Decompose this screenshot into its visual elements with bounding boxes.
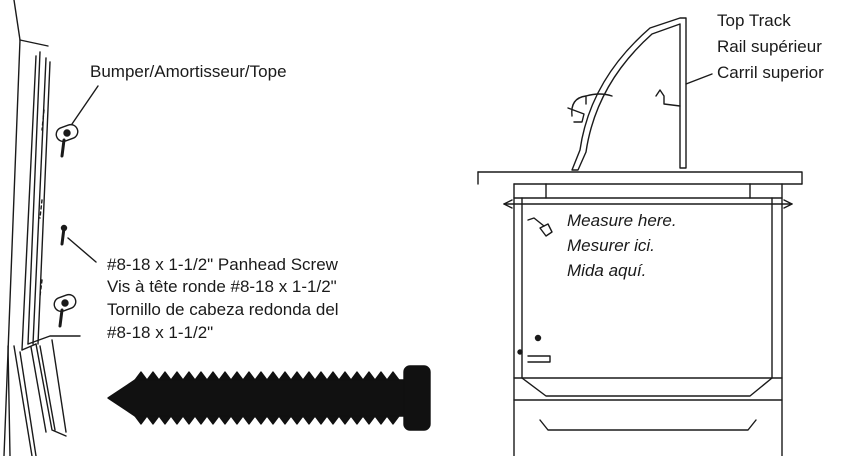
track-label-line-1: Top Track — [717, 11, 791, 30]
leader-lines — [67, 85, 99, 263]
track-label-line-2: Rail supérieur — [717, 37, 822, 56]
bumper-label: Bumper/Amortisseur/Tope — [90, 62, 287, 81]
measure-label-line-3: Mida aquí. — [567, 261, 647, 280]
track-label-line-3: Carril superior — [717, 63, 824, 82]
top-track-profile — [567, 17, 713, 171]
bumper-parts — [53, 123, 79, 328]
measure-label-line-2: Mesurer ici. — [567, 236, 655, 255]
tub-enclosure — [477, 171, 803, 457]
screw-label-line-3: Tornillo de cabeza redonda del — [107, 300, 339, 319]
measure-label-line-1: Measure here. — [567, 211, 677, 230]
screw-label-line-2: Vis à tête ronde #8-18 x 1-1/2" — [107, 277, 337, 296]
wall-jamb — [3, 0, 81, 457]
screw-label-line-4: #8-18 x 1-1/2" — [107, 323, 214, 342]
screw-label-line-1: #8-18 x 1-1/2" Panhead Screw — [107, 255, 338, 274]
panhead-screw — [107, 365, 431, 431]
